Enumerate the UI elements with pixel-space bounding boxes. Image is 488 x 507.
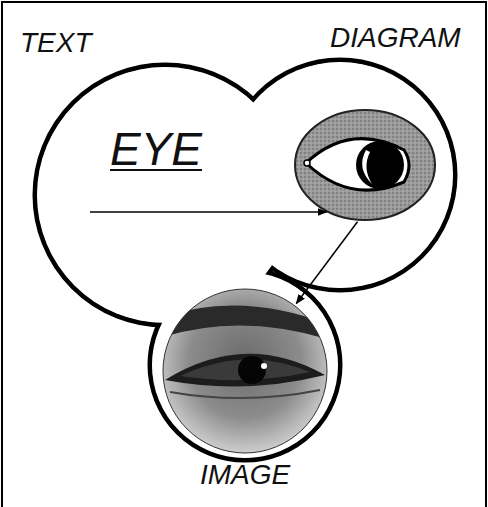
eye-diagram: DIAGRAM bbox=[295, 110, 435, 220]
eye-photo: IMAGE bbox=[163, 289, 327, 453]
region-heading: DIAGRAM bbox=[330, 24, 461, 52]
region-heading: TEXT bbox=[20, 29, 92, 57]
word-label: EYE bbox=[110, 126, 202, 172]
arrow-connector bbox=[296, 222, 357, 304]
text-region: TEXTEYE bbox=[98, 122, 233, 184]
region-heading: IMAGE bbox=[200, 461, 290, 489]
arrow-connector bbox=[90, 211, 327, 213]
